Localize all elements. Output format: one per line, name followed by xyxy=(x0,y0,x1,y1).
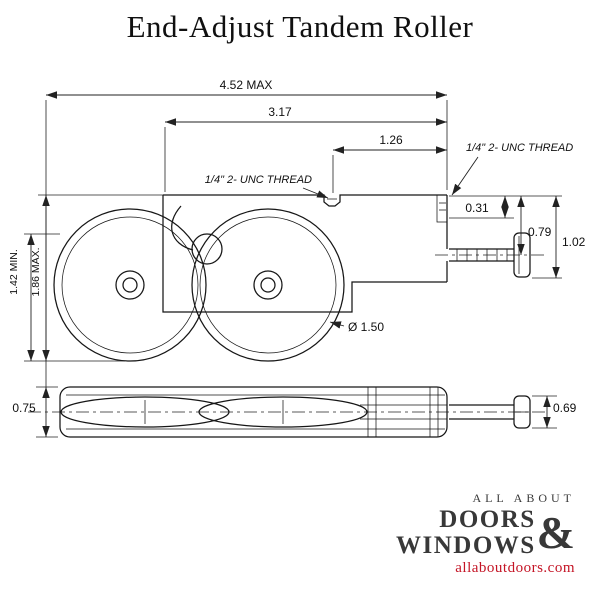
dim-shaft-offset: 0.79 xyxy=(517,196,552,255)
logo-tagline: ALL ABOUT xyxy=(472,491,575,505)
dim-height-min: 1.42 MIN. xyxy=(8,233,60,361)
dim-roller-diameter-text: Ø 1.50 xyxy=(348,320,384,334)
dim-plan-width-left-text: 0.75 xyxy=(12,401,36,415)
dim-plan-width-left: 0.75 xyxy=(12,386,58,438)
dim-end-height: 1.02 xyxy=(532,196,586,279)
plan-view xyxy=(28,386,548,438)
dim-overall-text: 4.52 MAX xyxy=(220,78,273,92)
dim-body-text: 3.17 xyxy=(268,105,292,119)
plan-housing xyxy=(59,386,448,438)
screw-head-plan xyxy=(513,395,531,429)
page-title: End-Adjust Tandem Roller xyxy=(126,9,474,44)
dim-plan-width-right-text: 0.69 xyxy=(553,401,577,415)
plan-shaft xyxy=(449,395,531,429)
dim-thread-length-text: 1.26 xyxy=(379,133,403,147)
thread-spec-left: 1/4" 2- UNC THREAD xyxy=(205,174,329,199)
logo-words: DOORS WINDOWS xyxy=(396,507,536,558)
side-view xyxy=(53,194,546,362)
logo-ampersand: & xyxy=(536,506,575,558)
logo-word-doors: DOORS xyxy=(439,506,536,533)
left-roller xyxy=(53,208,207,362)
dim-thread-length: 1.26 xyxy=(332,133,447,193)
dim-end-height-text: 1.02 xyxy=(562,235,586,249)
logo-wordmark: DOORS WINDOWS & xyxy=(396,507,575,558)
logo-word-windows: WINDOWS xyxy=(395,531,536,559)
dim-height-min-text: 1.42 MIN. xyxy=(8,249,20,295)
thread-spec-left-text: 1/4" 2- UNC THREAD xyxy=(205,174,312,186)
website-link[interactable]: allaboutdoors.com xyxy=(455,560,575,576)
dim-height-max-text: 1.86 MAX. xyxy=(30,247,42,296)
thread-spec-right: 1/4" 2- UNC THREAD xyxy=(451,142,573,196)
plan-rollers xyxy=(60,396,368,428)
thread-spec-right-text: 1/4" 2- UNC THREAD xyxy=(466,142,573,154)
right-roller xyxy=(191,208,345,362)
dim-plan-width-right: 0.69 xyxy=(532,395,577,429)
dim-height-max: 1.86 MAX. xyxy=(24,194,163,362)
adjustment-cam xyxy=(171,205,223,265)
logo-all-about-doors-windows: ALL ABOUT DOORS WINDOWS & allaboutdoors.… xyxy=(396,492,575,576)
dim-step-height: 0.31 xyxy=(449,195,562,219)
dim-body-length: 3.17 xyxy=(164,105,447,192)
dim-overall-length: 4.52 MAX xyxy=(45,78,448,387)
plan-plate-lines xyxy=(66,387,447,437)
dim-shaft-offset-text: 0.79 xyxy=(528,225,552,239)
dim-step-text: 0.31 xyxy=(465,201,489,215)
dim-roller-diameter: Ø 1.50 xyxy=(329,320,384,334)
